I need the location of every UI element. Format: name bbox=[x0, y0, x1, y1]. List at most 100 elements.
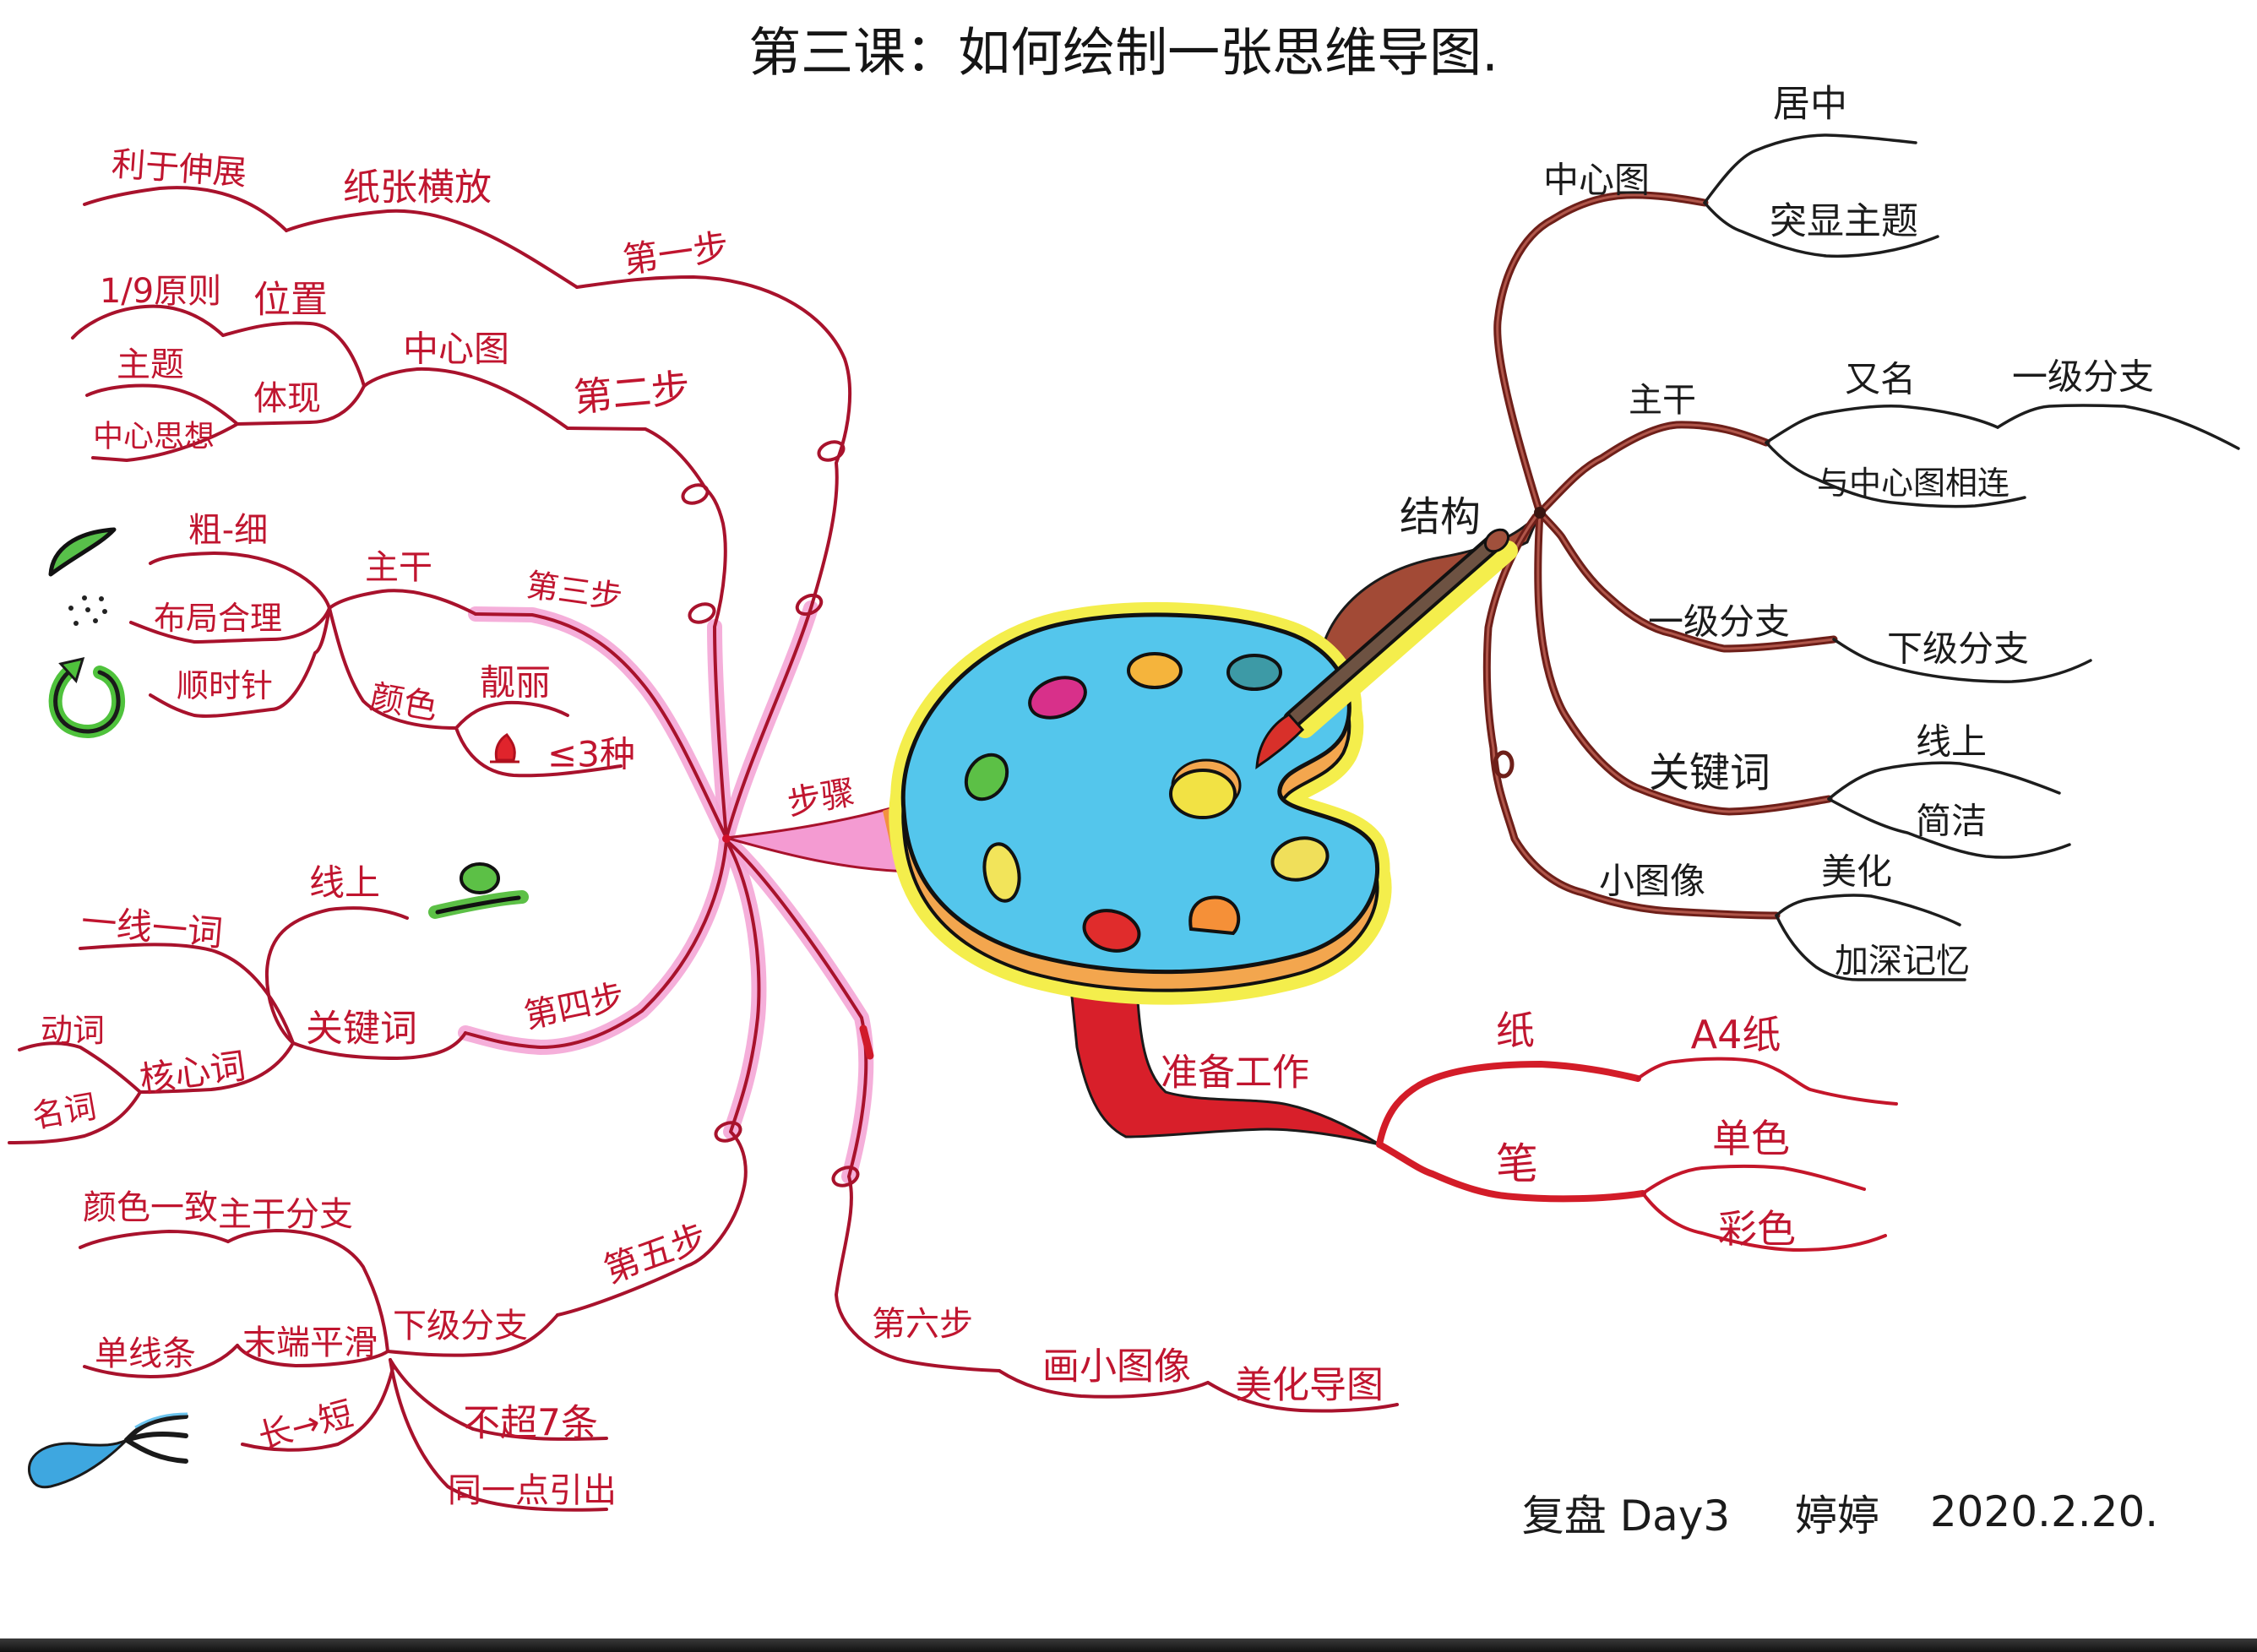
thick-thin-line bbox=[149, 552, 331, 610]
structure-keyword-branch bbox=[1534, 508, 2071, 859]
one-word-per-line-line bbox=[79, 943, 295, 1045]
same-origin-line bbox=[389, 1358, 608, 1512]
bright-line bbox=[454, 700, 569, 730]
structure-small-image-branch bbox=[1482, 513, 1966, 981]
verb-label: 动词 bbox=[41, 1012, 105, 1049]
lower-level-branch-line bbox=[1832, 638, 2092, 683]
line-loop bbox=[714, 1121, 742, 1143]
paper-line bbox=[1376, 1061, 1641, 1148]
paint-teal bbox=[1226, 654, 1282, 691]
easy-extend-label: 利于伸展 bbox=[111, 144, 248, 193]
steps-hub bbox=[722, 834, 731, 843]
page-title: 第三课：如何绘制一张思维导图. bbox=[748, 22, 1498, 84]
ink-mark bbox=[859, 1024, 874, 1060]
bright-label: 靓丽 bbox=[480, 662, 551, 704]
trunk-line bbox=[328, 589, 477, 616]
single-line-line bbox=[83, 1344, 239, 1378]
structure-branch bbox=[1316, 133, 2240, 981]
line-loop bbox=[831, 1166, 860, 1187]
paint-orange-yellow bbox=[1127, 652, 1183, 689]
step4-line bbox=[464, 839, 728, 1049]
theme-label: 主题 bbox=[117, 345, 184, 384]
scattered-dots-icon bbox=[68, 595, 107, 626]
structure-first-level-branch bbox=[1536, 508, 2092, 683]
step3-highlight bbox=[468, 606, 734, 845]
paintbrush-icon bbox=[1255, 528, 1518, 769]
branching-stroke-icon bbox=[28, 1412, 188, 1489]
line-loop bbox=[795, 593, 824, 617]
thick-thin-label: 粗-细 bbox=[188, 511, 268, 550]
verb-line bbox=[18, 1041, 142, 1094]
highlight-theme-line bbox=[1703, 201, 1939, 258]
paper-landscape-label: 纸张横放 bbox=[343, 166, 492, 209]
clockwise-label: 顺时针 bbox=[177, 667, 273, 704]
step2-line bbox=[566, 427, 728, 840]
beautify-line bbox=[1775, 894, 1961, 927]
max-three-colors-line bbox=[454, 726, 623, 778]
structure-trunk-branch bbox=[1536, 404, 2240, 517]
smooth-end-line bbox=[236, 1344, 389, 1367]
line-loop bbox=[681, 483, 710, 505]
layout-line bbox=[129, 606, 331, 644]
highlight-theme-label: 突显主题 bbox=[1770, 200, 1918, 243]
long-to-short-label: 长→短 bbox=[254, 1394, 357, 1457]
on-line-line bbox=[264, 906, 409, 1045]
structure-first-level-branch-label: 一级分支 bbox=[1648, 601, 1790, 643]
central-image-label: 中心图 bbox=[403, 329, 509, 370]
core-word-line bbox=[139, 1041, 295, 1094]
max-seven-label: 不超7条 bbox=[463, 1402, 598, 1445]
paint-orange bbox=[1188, 895, 1241, 936]
on-line-line bbox=[1827, 761, 2061, 801]
line-loop bbox=[688, 602, 716, 624]
one-ninth-rule-line bbox=[71, 304, 225, 340]
central-idea-label: 中心思想 bbox=[93, 420, 215, 454]
a4-paper-label: A4纸 bbox=[1691, 1012, 1781, 1057]
line-loop bbox=[1493, 750, 1515, 779]
one-ninth-rule-label: 1/9原则 bbox=[100, 272, 221, 311]
alias-first-level-branch-label: 一级分支 bbox=[2012, 356, 2154, 398]
max-seven-line bbox=[389, 1358, 608, 1441]
structure-trunk-label: 主干 bbox=[1629, 381, 1696, 420]
palette-icon bbox=[889, 601, 1392, 1005]
word-on-line-icon bbox=[428, 862, 529, 919]
clockwise-line bbox=[149, 606, 331, 718]
step-2-label: 第二步 bbox=[572, 365, 692, 421]
smooth-end-label: 末端平滑 bbox=[242, 1323, 378, 1362]
easy-extend-line bbox=[83, 186, 288, 232]
position-line bbox=[221, 321, 366, 388]
beautify-map-line bbox=[1206, 1381, 1399, 1413]
centered-line bbox=[1703, 133, 1917, 204]
paint-magenta bbox=[1028, 676, 1087, 720]
central-image-line bbox=[362, 367, 569, 430]
position-label: 位置 bbox=[253, 279, 328, 322]
paint-green bbox=[964, 753, 1009, 802]
structure-keyword-label: 关键词 bbox=[1649, 749, 1770, 796]
steps-branch bbox=[8, 186, 1399, 1512]
pen-line bbox=[1376, 1141, 1646, 1203]
layout-label: 布局合理 bbox=[154, 600, 282, 637]
footer-author: 婷婷 bbox=[1795, 1492, 1879, 1541]
structure-label: 结构 bbox=[1400, 493, 1481, 541]
sub-branch-line bbox=[386, 1313, 559, 1357]
footer-date: 2020.2.20. bbox=[1930, 1487, 2158, 1536]
single-color-label: 单色 bbox=[1712, 1116, 1790, 1161]
concise-line bbox=[1827, 797, 2071, 859]
connect-center-label: 与中心图相连 bbox=[1817, 465, 2010, 502]
centered-label: 居中 bbox=[1773, 83, 1847, 126]
noun-line bbox=[8, 1090, 142, 1144]
paint-drop-icon bbox=[490, 732, 519, 764]
structure-central-image-branch bbox=[1493, 133, 1939, 517]
deepen-memory-line bbox=[1775, 914, 1966, 981]
step6-line bbox=[725, 839, 1001, 1372]
first-level-branch-line bbox=[1996, 404, 2240, 450]
connect-center-line bbox=[1765, 441, 2026, 508]
noun-label: 名词 bbox=[30, 1088, 100, 1136]
footer-note: 复盘 Day3 bbox=[1522, 1492, 1730, 1541]
line-loop bbox=[817, 440, 846, 462]
core-word-label: 核心词 bbox=[137, 1045, 248, 1100]
keyword-label: 关键词 bbox=[306, 1008, 417, 1051]
same-color-label: 颜色一致 bbox=[83, 1188, 218, 1227]
paper-label: 纸 bbox=[1496, 1008, 1535, 1053]
step5-line bbox=[556, 839, 761, 1317]
